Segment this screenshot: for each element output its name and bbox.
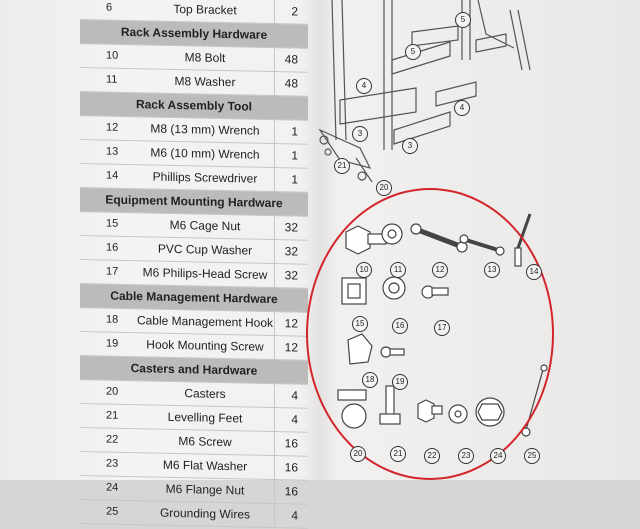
callout-number: 10 [356, 262, 372, 278]
callout-number: 15 [352, 316, 368, 332]
part-name: PVC Cup Washer [157, 241, 253, 258]
callout-number: 24 [490, 448, 506, 464]
part-name: Top Bracket [173, 1, 237, 18]
part-number: 25 [106, 505, 119, 518]
part-number: 17 [106, 265, 119, 278]
part-number: 21 [106, 409, 119, 422]
part-name: M8 Washer [174, 73, 236, 90]
callout-number: 19 [392, 374, 408, 390]
column-divider [274, 216, 275, 240]
part-quantity: 1 [291, 172, 298, 187]
column-divider [274, 120, 275, 144]
part-quantity: 1 [291, 148, 298, 163]
callout-number: 20 [376, 180, 392, 196]
part-quantity: 16 [284, 436, 298, 451]
part-name: M6 Flange Nut [165, 481, 245, 498]
callout-number: 12 [432, 262, 448, 278]
part-number: 15 [106, 217, 119, 230]
part-number: 20 [106, 385, 119, 398]
part-quantity: 48 [284, 76, 298, 91]
part-name: M6 Philips-Head Screw [142, 265, 268, 282]
callout-number: 21 [334, 158, 350, 174]
part-quantity: 12 [284, 340, 298, 355]
callout-number: 21 [390, 446, 406, 462]
part-number: 11 [106, 73, 118, 86]
part-quantity: 1 [291, 124, 298, 139]
callout-number: 4 [356, 78, 372, 94]
part-number: 12 [106, 121, 119, 134]
part-quantity: 32 [284, 244, 298, 259]
column-divider [274, 432, 275, 456]
callout-number: 17 [434, 320, 450, 336]
column-divider [274, 0, 275, 24]
part-quantity: 4 [291, 388, 298, 403]
callout-number: 3 [352, 126, 368, 142]
part-name: Phillips Screwdriver [152, 169, 258, 186]
part-quantity: 32 [284, 220, 298, 235]
part-quantity: 4 [291, 412, 298, 427]
part-name: Grounding Wires [159, 505, 251, 522]
part-name: M6 Cage Nut [169, 217, 241, 234]
part-number: 6 [106, 1, 113, 14]
part-name: M6 Screw [178, 434, 232, 450]
column-divider [274, 480, 275, 504]
part-number: 14 [106, 169, 119, 182]
part-quantity: 32 [284, 268, 298, 283]
callout-number: 16 [392, 318, 408, 334]
highlight-circle [306, 188, 554, 480]
part-quantity: 4 [291, 508, 298, 523]
callout-number: 5 [455, 12, 471, 28]
part-number: 23 [106, 457, 119, 470]
callout-number: 11 [390, 262, 406, 278]
column-divider [274, 144, 275, 168]
column-divider [274, 312, 275, 336]
column-divider [274, 384, 275, 408]
part-quantity: 48 [284, 52, 298, 67]
table-row: 25 Grounding Wires 4 [80, 500, 308, 529]
rack-frame-illustration [318, 0, 531, 183]
callout-number: 23 [458, 448, 474, 464]
callout-number: 22 [424, 448, 440, 464]
part-number: 18 [106, 313, 119, 326]
part-name: Levelling Feet [167, 409, 243, 426]
column-divider [274, 336, 275, 360]
column-divider [274, 408, 275, 432]
part-quantity: 2 [291, 4, 298, 19]
part-quantity: 16 [284, 460, 298, 475]
column-divider [274, 72, 275, 96]
part-number: 24 [106, 481, 119, 494]
column-divider [274, 456, 275, 480]
column-divider [274, 504, 275, 528]
part-number: 22 [106, 433, 119, 446]
part-quantity: 12 [284, 316, 298, 331]
column-divider [274, 264, 275, 288]
part-name: Cable Management Hook [136, 313, 274, 331]
callout-number: 4 [454, 100, 470, 116]
part-name: M6 Flat Washer [162, 457, 248, 474]
column-divider [274, 48, 275, 72]
part-number: 19 [106, 337, 119, 350]
part-number: 13 [106, 145, 119, 158]
part-name: Casters [184, 386, 226, 402]
part-name: Hook Mounting Screw [146, 337, 264, 354]
column-divider [274, 240, 275, 264]
column-divider [274, 168, 275, 192]
part-quantity: 16 [284, 484, 298, 499]
callout-number: 20 [350, 446, 366, 462]
callout-number: 14 [526, 264, 542, 280]
part-number: 16 [106, 241, 119, 254]
callout-number: 25 [524, 448, 540, 464]
callout-number: 5 [405, 44, 421, 60]
callout-number: 18 [362, 372, 378, 388]
callout-number: 3 [402, 138, 418, 154]
callout-number: 13 [484, 262, 500, 278]
part-name: M8 Bolt [184, 50, 226, 66]
part-number: 10 [106, 49, 119, 62]
part-name: M8 (13 mm) Wrench [150, 121, 260, 138]
part-name: M6 (10 mm) Wrench [150, 145, 260, 162]
